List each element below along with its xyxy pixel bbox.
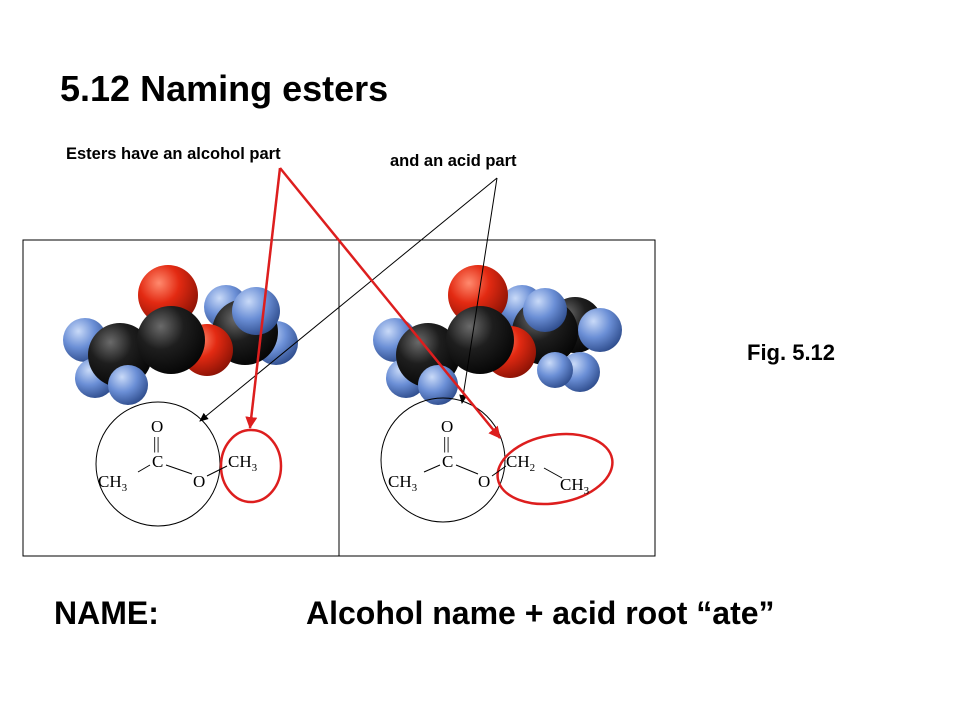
hydrogen-atom	[537, 352, 573, 388]
ester-oxygen: O	[193, 472, 205, 491]
methyl-acetate-model	[63, 265, 298, 405]
alcohol-part-pointer-left	[245, 167, 282, 429]
name-label: NAME:	[54, 595, 159, 631]
carbonyl-carbon: C	[442, 452, 453, 471]
acid-methyl-group: CH3	[388, 472, 418, 494]
hydrogen-atom	[523, 288, 567, 332]
alcohol-part-pointer-right	[279, 167, 501, 439]
acid-part-pointer-right	[459, 177, 498, 404]
panel-ethyl-acetate-frame	[338, 239, 656, 557]
alcohol-part-ellipse	[496, 432, 614, 506]
acid-part-circle	[380, 397, 506, 523]
methyl-acetate-formula: O || C CH3 O CH3	[95, 401, 283, 527]
name-rule: Alcohol name + acid root “ate”	[306, 595, 775, 631]
note-alcohol-part: Esters have an alcohol part	[66, 145, 281, 163]
figure-label: Fig. 5.12	[747, 340, 836, 365]
alcohol-methyl-group: CH3	[560, 475, 590, 497]
ethyl-acetate-model	[373, 265, 622, 405]
double-bond: ||	[153, 434, 160, 453]
ethyl-acetate-formula: O || C CH3 O CH2 CH3	[380, 397, 614, 523]
hydrogen-atom	[232, 287, 280, 335]
carbonyl-oxygen: O	[151, 417, 163, 436]
acid-part-pointer-left	[199, 177, 498, 422]
carbon-atom	[137, 306, 205, 374]
carbon-atom	[446, 306, 514, 374]
hydrogen-atom	[578, 308, 622, 352]
carbonyl-carbon: C	[152, 452, 163, 471]
slide-title: 5.12 Naming esters	[60, 68, 389, 109]
ester-oxygen: O	[478, 472, 490, 491]
double-bond: ||	[443, 434, 450, 453]
alcohol-methylene-group: CH2	[506, 452, 535, 474]
acid-methyl-group: CH3	[98, 472, 128, 494]
note-acid-part: and an acid part	[390, 152, 517, 170]
alcohol-methyl-group: CH3	[228, 452, 258, 474]
hydrogen-atom	[108, 365, 148, 405]
carbonyl-oxygen: O	[441, 417, 453, 436]
alcohol-part-ellipse	[219, 428, 283, 504]
